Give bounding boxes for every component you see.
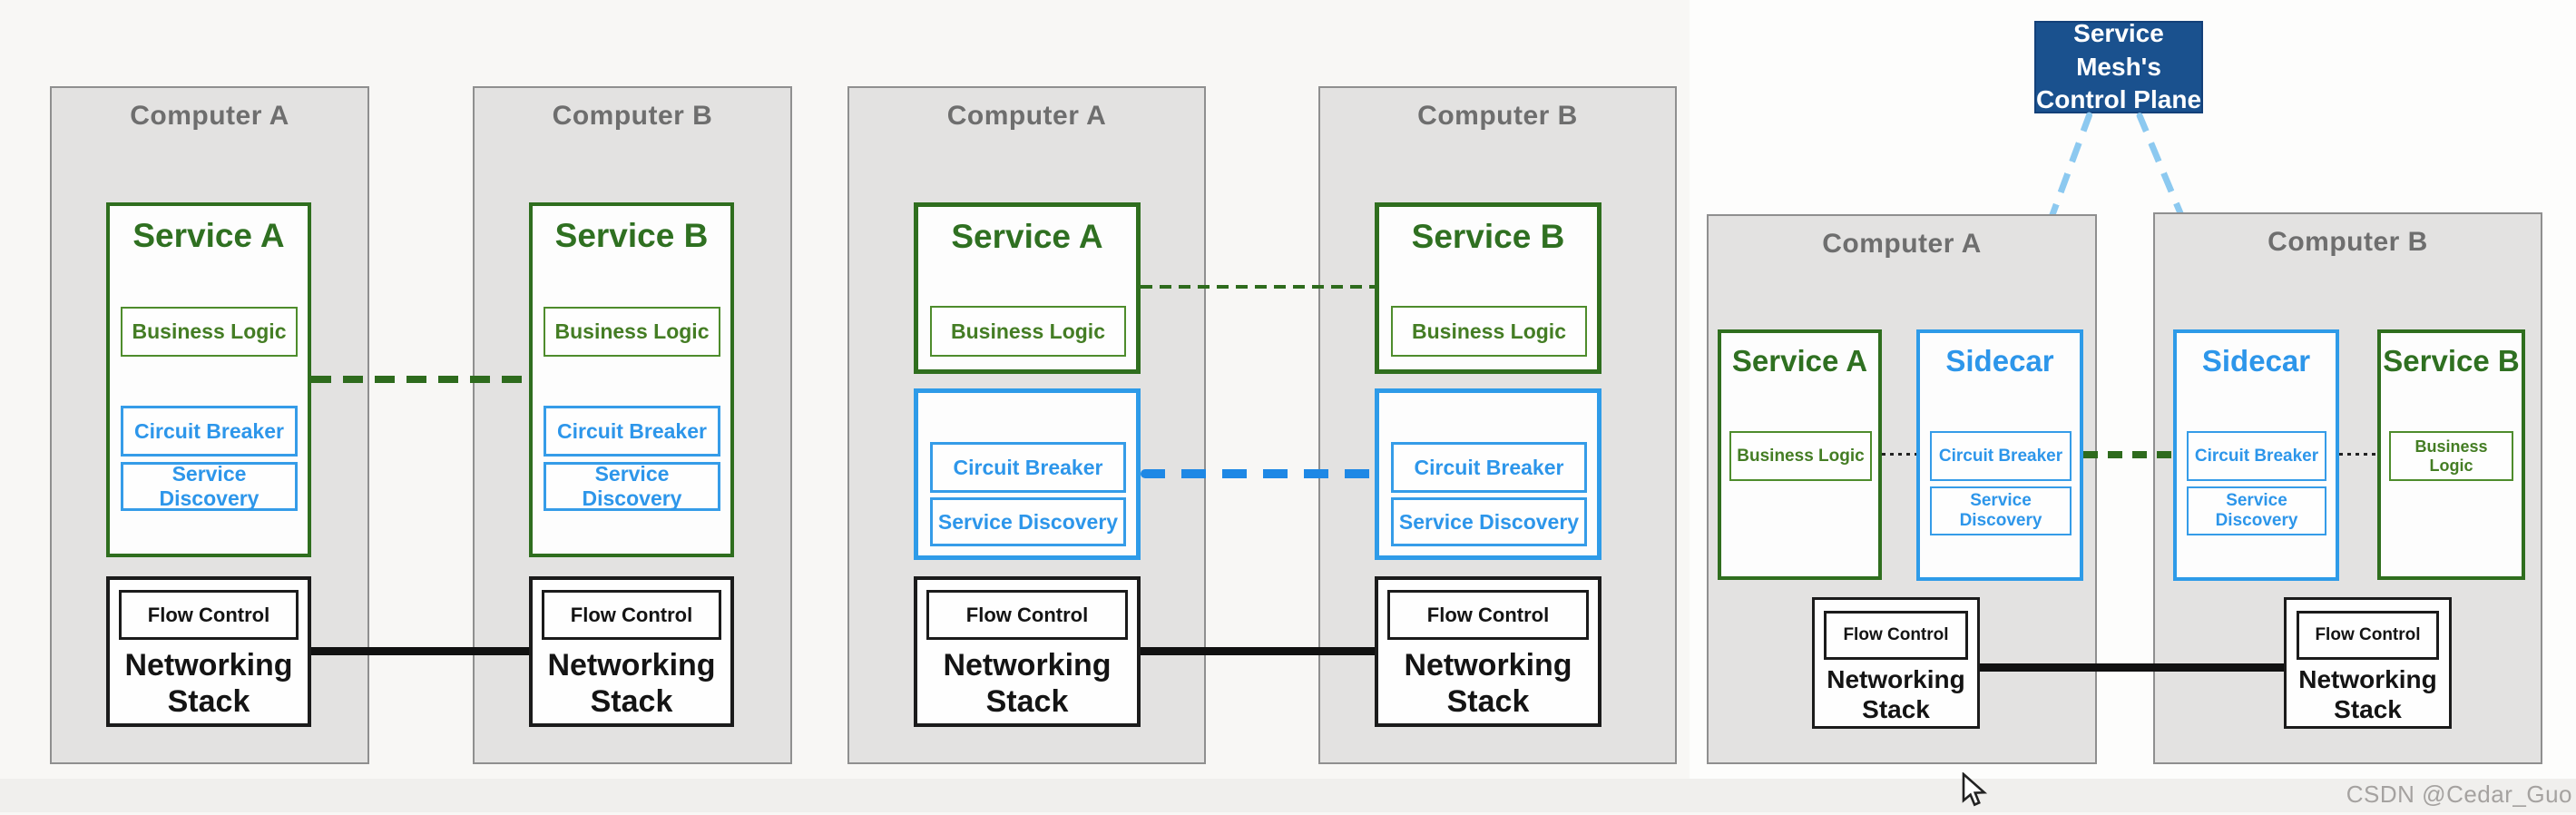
watermark: CSDN @Cedar_Guo <box>2346 781 2572 808</box>
business-logic-chip: Business Logic <box>2389 431 2513 481</box>
flow-control-chip: Flow Control <box>1824 611 1968 660</box>
service-title: Service B <box>2383 344 2520 378</box>
service-to-sidecar-dotted-link <box>1882 453 1916 456</box>
chip-label: Business Logic <box>554 319 710 343</box>
service-discovery-chip: Service Discovery <box>1930 486 2072 535</box>
chip-label: Business Logic <box>1737 446 1865 466</box>
chip-label: Circuit Breaker <box>1938 446 2063 466</box>
chip-label: Flow Control <box>1843 625 1949 644</box>
networking-stack-label: Networking Stack <box>124 647 293 719</box>
service-discovery-chip: Service Discovery <box>121 462 298 511</box>
computer-title: Computer B <box>552 101 713 131</box>
network-link-line <box>311 647 529 655</box>
service-title: Service A <box>951 218 1103 255</box>
chip-label: Flow Control <box>570 603 693 626</box>
bottom-strip <box>0 779 2576 812</box>
chip-label: Service Discovery <box>2215 491 2298 530</box>
chip-label: Circuit Breaker <box>2194 446 2319 466</box>
chip-label: Service Discovery <box>937 509 1119 534</box>
chip-label: Business Logic <box>1412 319 1566 343</box>
service-title: Service B <box>1411 218 1565 255</box>
chip-label: Circuit Breaker <box>953 455 1103 479</box>
network-link-line <box>1141 647 1375 655</box>
networking-stack-label: Networking Stack <box>547 647 716 719</box>
networking-stack-label: Networking Stack <box>1827 664 1965 723</box>
chip-label: Flow Control <box>147 603 270 626</box>
service-to-service-dashed-link <box>311 376 529 383</box>
flow-control-chip: Flow Control <box>2297 611 2439 660</box>
service-discovery-chip: Service Discovery <box>930 497 1126 546</box>
flow-control-chip: Flow Control <box>542 590 721 640</box>
business-logic-chip: Business Logic <box>1729 431 1872 481</box>
circuit-breaker-chip: Circuit Breaker <box>2187 431 2326 481</box>
chip-label: Flow Control <box>965 603 1089 626</box>
chip-label: Flow Control <box>1426 603 1550 626</box>
computer-title: Computer B <box>1417 101 1578 131</box>
control-plane-line2: Control Plane <box>2036 85 2202 114</box>
computer-title: Computer A <box>1822 229 1982 259</box>
sidecar-title: Sidecar <box>1945 344 2054 378</box>
service-discovery-chip: Service Discovery <box>1391 497 1587 546</box>
network-link-line <box>1980 663 2284 672</box>
chip-label: Flow Control <box>2315 625 2421 644</box>
networking-stack-label: Networking Stack <box>1404 647 1572 719</box>
service-title: Service A <box>132 217 285 254</box>
service-discovery-chip: Service Discovery <box>2187 486 2326 535</box>
business-logic-chip: Business Logic <box>121 307 298 357</box>
circuit-breaker-chip: Circuit Breaker <box>544 406 720 457</box>
chip-label: Circuit Breaker <box>557 418 707 443</box>
chip-label: Business Logic <box>951 319 1105 343</box>
sidecar-title: Sidecar <box>2201 344 2311 378</box>
chip-label: Service Discovery <box>1398 509 1580 534</box>
chip-label: Circuit Breaker <box>1414 455 1564 479</box>
mouse-cursor <box>1960 771 1993 810</box>
control-plane-line1: Service Mesh's <box>2073 19 2164 81</box>
circuit-breaker-chip: Circuit Breaker <box>930 442 1126 493</box>
computer-title: Computer A <box>130 101 289 131</box>
control-plane-box: Service Mesh's Control Plane <box>2034 19 2203 114</box>
flow-control-chip: Flow Control <box>119 590 299 640</box>
networking-stack-label: Networking Stack <box>943 647 1112 719</box>
service-to-service-dashed-link <box>1141 285 1375 289</box>
chip-label: Business Logic <box>132 319 287 343</box>
sidecar-to-service-dotted-link <box>2339 453 2377 456</box>
business-logic-chip: Business Logic <box>930 306 1126 357</box>
business-logic-chip: Business Logic <box>1391 306 1587 357</box>
service-title: Service A <box>1731 344 1868 378</box>
proxy-to-proxy-dashed-link <box>1141 469 1375 478</box>
sidecar-to-sidecar-dashed-link <box>2083 451 2173 458</box>
chip-label: Service Discovery <box>582 462 682 510</box>
chip-label: Business Logic <box>2414 437 2488 475</box>
chip-label: Service Discovery <box>159 462 260 510</box>
business-logic-chip: Business Logic <box>544 307 720 357</box>
flow-control-chip: Flow Control <box>926 590 1128 640</box>
networking-stack-label: Networking Stack <box>2298 664 2437 723</box>
computer-title: Computer B <box>2267 227 2428 257</box>
service-title: Service B <box>554 217 709 254</box>
circuit-breaker-chip: Circuit Breaker <box>1391 442 1587 493</box>
circuit-breaker-chip: Circuit Breaker <box>121 406 298 457</box>
chip-label: Circuit Breaker <box>134 418 284 443</box>
circuit-breaker-chip: Circuit Breaker <box>1930 431 2072 481</box>
flow-control-chip: Flow Control <box>1387 590 1589 640</box>
service-discovery-chip: Service Discovery <box>544 462 720 511</box>
chip-label: Service Discovery <box>1959 491 2042 530</box>
computer-title: Computer A <box>946 101 1107 131</box>
